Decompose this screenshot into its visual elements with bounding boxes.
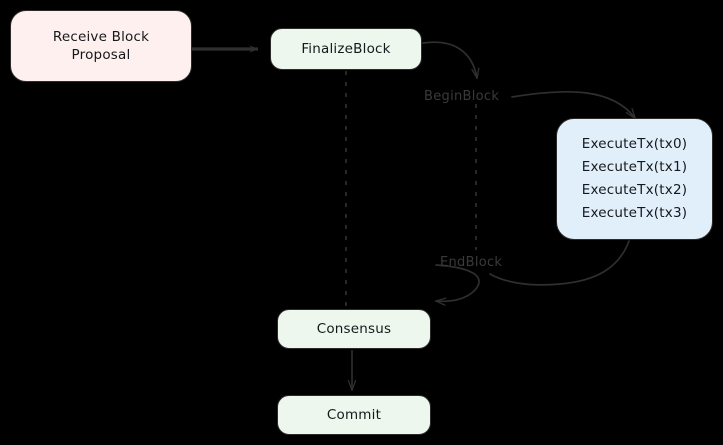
- node-finalize-block[interactable]: FinalizeBlock: [270, 28, 422, 70]
- node-consensus[interactable]: Consensus: [277, 309, 431, 349]
- edge-beginblock-to-executetx: [511, 90, 635, 118]
- edge-label-end-block: EndBlock: [440, 255, 503, 270]
- edge-label-begin-block: BeginBlock: [424, 89, 500, 104]
- edge-finalize-to-beginblock: [422, 41, 477, 78]
- node-commit[interactable]: Commit: [277, 395, 431, 435]
- edge-endblock-to-consensus: [436, 240, 630, 301]
- node-execute-tx[interactable]: ExecuteTx(tx0) ExecuteTx(tx1) ExecuteTx(…: [556, 118, 713, 240]
- node-receive-block-proposal[interactable]: Receive Block Proposal: [10, 10, 192, 82]
